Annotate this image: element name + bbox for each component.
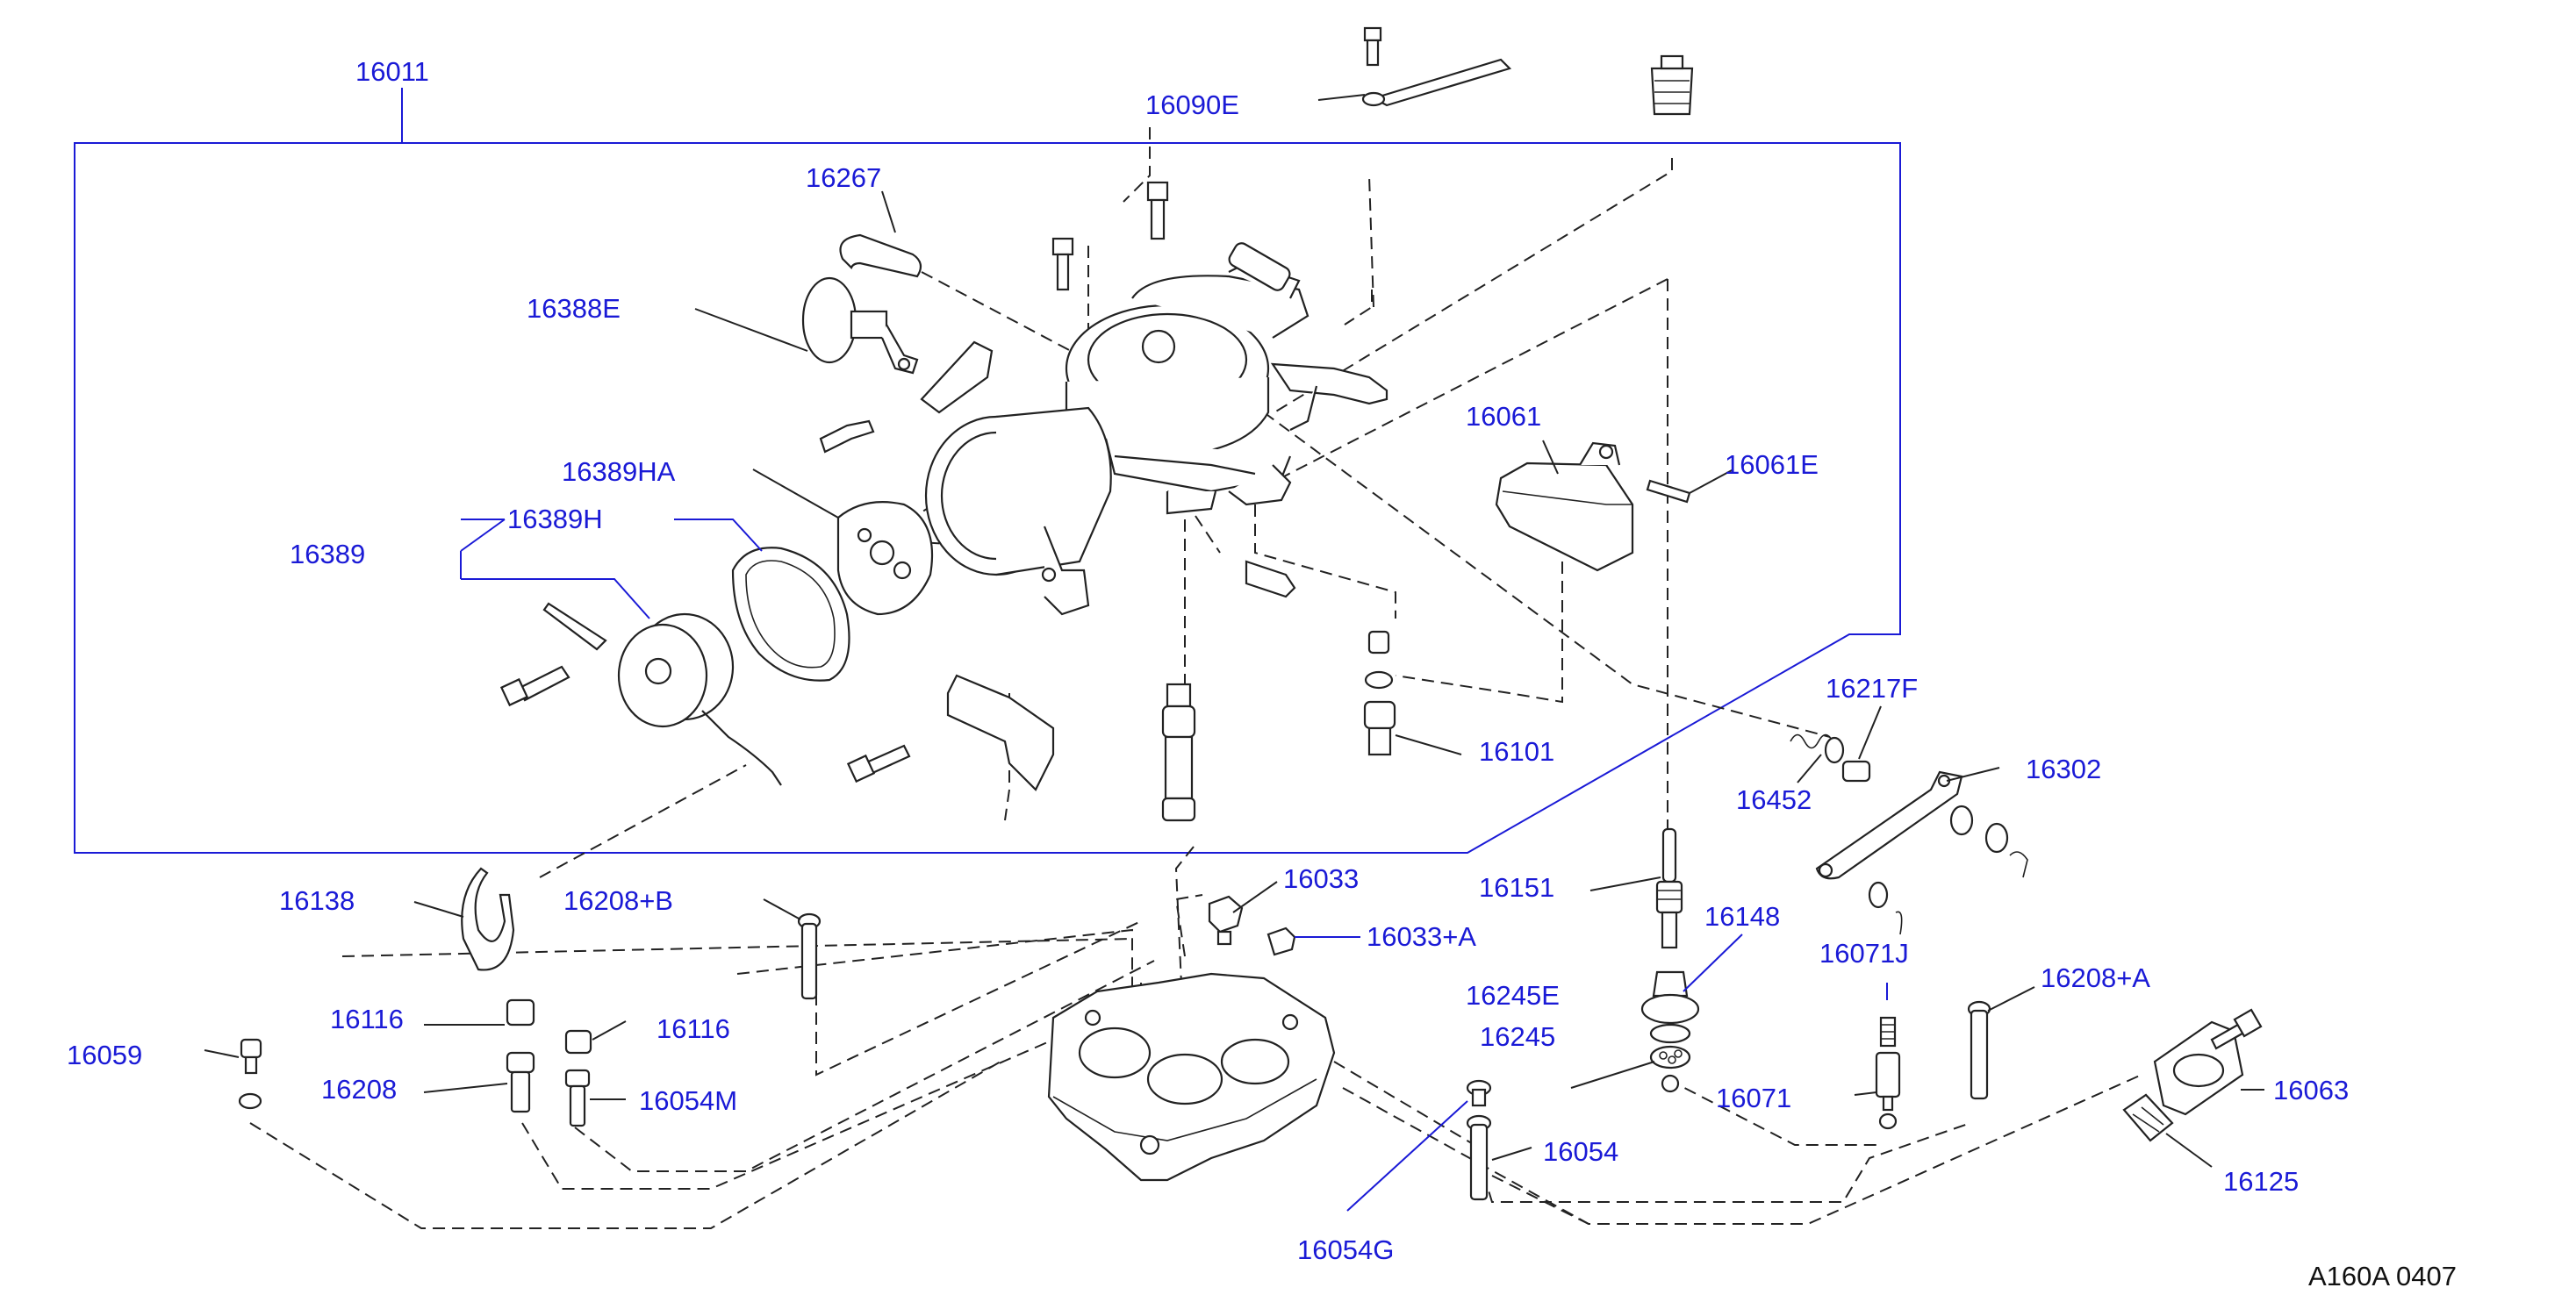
leader-lines — [204, 94, 2264, 1212]
part-16061-block — [1495, 441, 1634, 572]
part-16302-link — [1815, 770, 2028, 935]
label-16101: 16101 — [1479, 736, 1554, 767]
label-16151: 16151 — [1479, 872, 1554, 903]
part-16452-spring — [1790, 733, 1845, 764]
label-16148: 16148 — [1704, 901, 1780, 932]
part-left-small — [238, 998, 592, 1127]
label-16071J: 16071J — [1819, 938, 1909, 969]
label-16138: 16138 — [279, 885, 355, 916]
label-16302: 16302 — [2026, 754, 2101, 784]
label-16208B: 16208+B — [563, 885, 673, 916]
part-16389-choke — [542, 602, 782, 786]
label-16061E: 16061E — [1725, 449, 1819, 480]
label-16054: 16054 — [1543, 1136, 1618, 1167]
part-16389HA-plate — [836, 501, 934, 616]
label-16389HA: 16389HA — [562, 456, 676, 487]
part-16061E-pin — [1646, 479, 1691, 504]
label-16063: 16063 — [2273, 1075, 2349, 1105]
label-16208A: 16208+A — [2041, 962, 2150, 993]
part-labels: 16011 16090E 16267 16388E 16061 16061E 1… — [67, 56, 2349, 1265]
part-16389H-gasket — [731, 547, 850, 682]
part-16054-bolt — [1466, 1079, 1492, 1201]
part-16071 — [1875, 1016, 1901, 1130]
part-screws-upper — [819, 181, 1296, 598]
part-fuel-cut-valve — [1161, 683, 1196, 822]
part-16033-plugs — [1208, 895, 1296, 956]
part-16101-jet — [1363, 630, 1396, 756]
part-16138-clip — [461, 867, 515, 971]
label-16389H: 16389H — [507, 504, 603, 534]
label-16116-left: 16116 — [330, 1004, 404, 1034]
label-16116-right: 16116 — [657, 1013, 730, 1044]
part-throttle-chamber — [924, 406, 1112, 616]
part-dashpot-cap — [1650, 54, 1694, 116]
label-16388E: 16388E — [527, 293, 621, 324]
part-bracket-lower — [946, 674, 1055, 791]
label-16245: 16245 — [1480, 1021, 1555, 1052]
label-16217F: 16217F — [1826, 673, 1918, 704]
part-16125-gasket — [2122, 1093, 2174, 1142]
assembly-outline — [74, 142, 1901, 854]
label-16245E: 16245E — [1466, 980, 1560, 1011]
label-16389: 16389 — [290, 539, 365, 569]
label-16208: 16208 — [321, 1074, 397, 1105]
part-16208B-bolt — [797, 912, 822, 1000]
part-16388E-valve — [801, 276, 919, 375]
label-16071: 16071 — [1716, 1083, 1791, 1113]
part-16245 — [1649, 1045, 1691, 1093]
label-16054M: 16054M — [639, 1085, 737, 1116]
label-16125: 16125 — [2223, 1166, 2299, 1197]
part-16063-cover — [2153, 1008, 2263, 1116]
label-16090E: 16090E — [1145, 89, 1239, 120]
part-carburetor-body — [1065, 242, 1388, 515]
part-carburetor-base — [1047, 972, 1336, 1182]
part-16217F — [1841, 760, 1871, 783]
label-16054G: 16054G — [1297, 1234, 1394, 1265]
part-16208A-bolt — [1967, 1000, 1991, 1100]
part-bracket-upper — [920, 340, 994, 414]
label-16059: 16059 — [67, 1040, 142, 1070]
label-16452: 16452 — [1736, 784, 1812, 815]
part-16151-needle — [1655, 827, 1683, 949]
part-16090E — [1361, 26, 1512, 107]
label-16011: 16011 — [355, 56, 429, 87]
part-16148 — [1640, 970, 1700, 1044]
part-screws-left — [499, 665, 911, 783]
part-16267-hose — [839, 233, 922, 278]
label-16033: 16033 — [1283, 863, 1359, 894]
label-16267: 16267 — [806, 162, 881, 193]
diagram-code: A160A 0407 — [2308, 1261, 2457, 1291]
label-16061: 16061 — [1466, 401, 1541, 432]
label-16033A: 16033+A — [1367, 921, 1476, 952]
